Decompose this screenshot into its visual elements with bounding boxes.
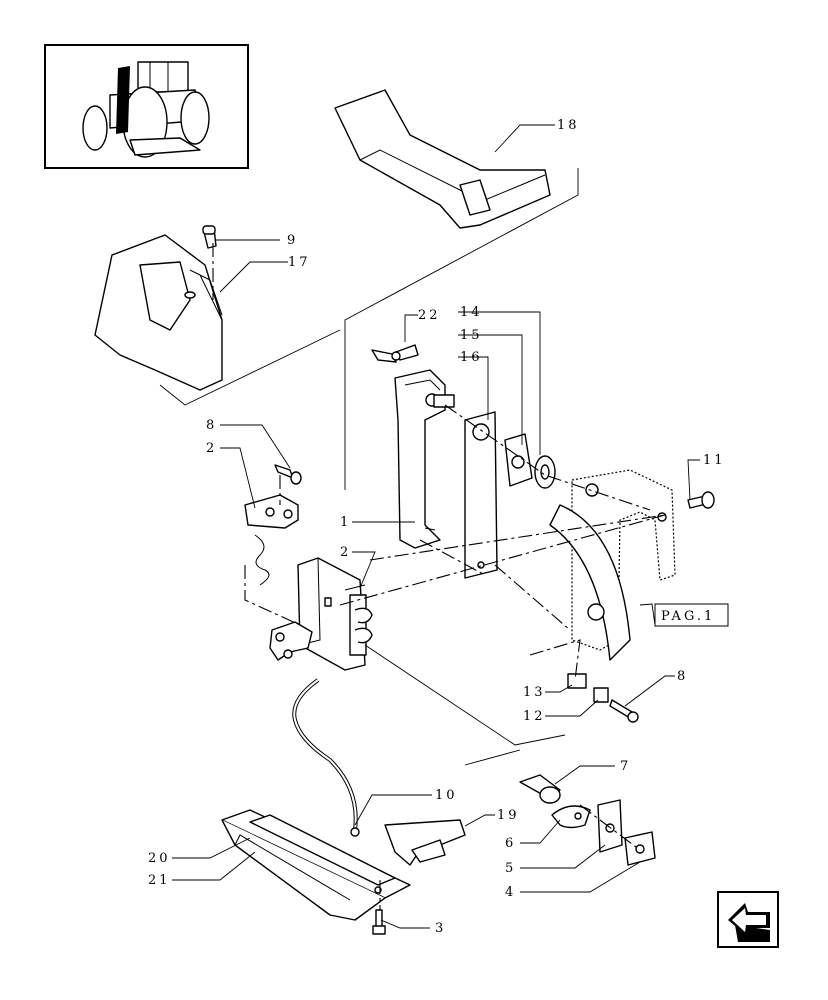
part-10-cable <box>292 678 360 837</box>
label-9: 9 <box>287 233 298 248</box>
label-15: 15 <box>460 328 483 343</box>
part-16-plate <box>464 411 498 579</box>
part-8-screw-lower <box>609 699 639 723</box>
tractor-icon <box>82 61 210 158</box>
label-17: 17 <box>288 255 311 270</box>
label-10: 10 <box>435 788 458 803</box>
label-20: 20 <box>148 851 171 866</box>
part-19-clip <box>384 819 466 866</box>
label-6: 6 <box>505 836 516 851</box>
label-14: 14 <box>460 305 483 320</box>
label-12: 12 <box>523 709 546 724</box>
part-1-handle <box>394 369 455 549</box>
label-11: 11 <box>703 453 726 468</box>
label-5: 5 <box>505 861 516 876</box>
part-3-screw <box>372 909 386 935</box>
label-16: 16 <box>460 350 483 365</box>
part-2-lock-body <box>297 557 373 671</box>
part-labels: 18 9 17 22 14 15 16 8 2 11 1 2 8 13 12 7… <box>148 118 726 936</box>
latch-link <box>269 621 313 661</box>
part-20-21-grip-tray <box>221 809 411 921</box>
cab-pillar-bracket <box>549 469 676 661</box>
part-4-washer <box>624 831 656 866</box>
label-7: 7 <box>620 759 631 774</box>
label-1: 1 <box>340 515 351 530</box>
label-13: 13 <box>523 685 546 700</box>
label-8-lower: 8 <box>677 669 688 684</box>
part-8-screw-upper <box>274 464 302 485</box>
part-17-cowl <box>94 234 223 391</box>
label-4: 4 <box>505 885 516 900</box>
part-22-wingnut <box>371 344 419 363</box>
page-reference-text: PAG.1 <box>661 609 715 624</box>
tractor-thumbnail <box>44 44 249 169</box>
part-13-washer <box>567 673 587 689</box>
return-arrow-button[interactable] <box>717 891 779 948</box>
leader-lines <box>172 124 700 929</box>
part-11-bolt <box>687 491 715 509</box>
part-6-hook <box>551 805 591 829</box>
spring-wire <box>254 534 270 586</box>
label-18: 18 <box>557 118 580 133</box>
alignment-lines <box>212 243 666 910</box>
label-8-upper: 8 <box>206 418 217 433</box>
label-2-lower: 2 <box>340 545 351 560</box>
part-18-cover <box>334 89 551 229</box>
part-14-ring <box>534 455 556 489</box>
label-2-upper: 2 <box>206 441 217 456</box>
label-3: 3 <box>435 921 446 936</box>
part-5-plate <box>597 799 623 853</box>
label-21: 21 <box>148 873 171 888</box>
part-12-spacer <box>593 687 609 703</box>
part-7-bolt <box>519 774 561 804</box>
part-15-plate <box>504 433 533 487</box>
part-9-screw <box>202 225 217 249</box>
label-22: 22 <box>418 308 441 323</box>
page-reference-callout[interactable]: PAG.1 <box>639 603 729 627</box>
return-arrow-icon <box>728 903 770 942</box>
section-boundaries <box>159 168 579 766</box>
label-19: 19 <box>497 808 520 823</box>
